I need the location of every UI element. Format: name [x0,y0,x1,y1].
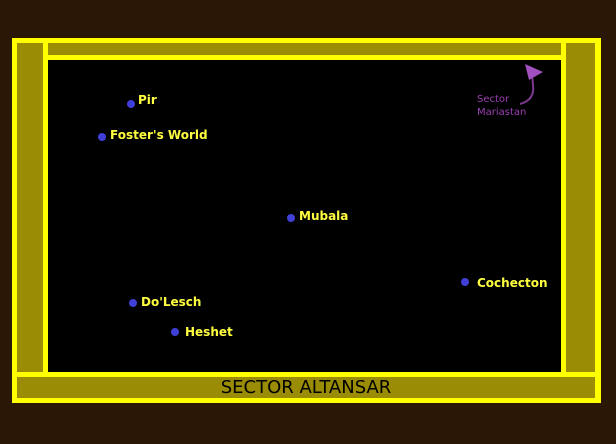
star-icon-fosters-world[interactable] [98,133,106,141]
star-icon-dolesch[interactable] [129,299,137,307]
right-panel [566,43,595,372]
adjacent-sector-link[interactable]: Sector Mariastan [477,93,526,119]
arrow-up-right-icon[interactable] [515,60,545,108]
system-label-cochecton[interactable]: Cochecton [477,276,548,290]
left-panel [17,43,43,372]
system-label-heshet[interactable]: Heshet [185,325,233,339]
star-map [48,60,561,372]
adjacent-sector-label-line2: Mariastan [477,107,527,118]
adjacent-sector-label-line1: Sector [477,94,510,105]
top-panel [48,43,561,55]
system-label-fosters-world[interactable]: Foster's World [110,128,208,142]
star-icon-mubala[interactable] [287,214,295,222]
star-icon-cochecton[interactable] [461,278,469,286]
system-label-mubala[interactable]: Mubala [299,209,349,223]
sector-title: SECTOR ALTANSAR [17,377,595,398]
system-label-dolesch[interactable]: Do'Lesch [141,295,202,309]
star-icon-pir[interactable] [127,100,135,108]
system-label-pir[interactable]: Pir [138,93,157,107]
star-icon-heshet[interactable] [171,328,179,336]
